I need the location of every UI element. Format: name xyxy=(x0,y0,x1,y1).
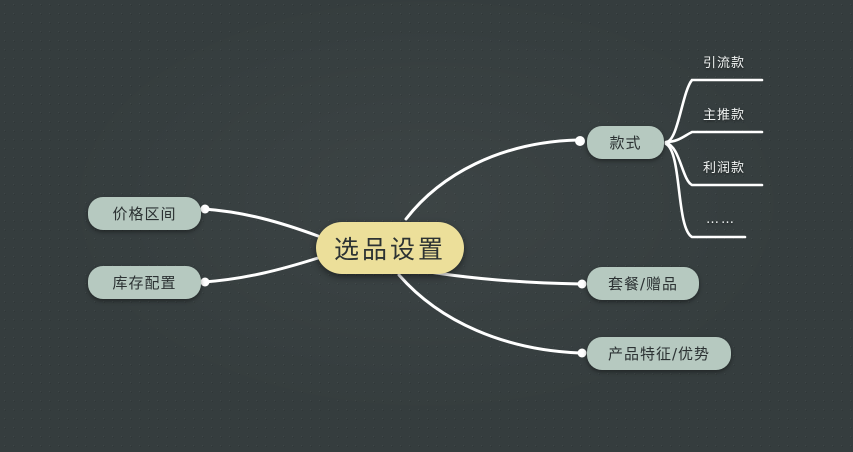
node-root[interactable]: 选品设置 xyxy=(316,222,464,274)
node-product-feature[interactable]: 产品特征/优势 xyxy=(587,337,731,370)
edge-root-to-product-feature xyxy=(397,273,582,355)
connector-endpoints xyxy=(200,136,587,358)
leaf-main-style[interactable]: 主推款 xyxy=(703,108,746,123)
endpoint-product-feature xyxy=(577,348,587,358)
edge-style-to-profit-style xyxy=(664,141,764,187)
leaf-more-style[interactable]: …… xyxy=(706,212,736,227)
node-stock-config-label: 库存配置 xyxy=(112,274,177,292)
node-stock-config[interactable]: 库存配置 xyxy=(88,266,201,299)
node-combo-gift[interactable]: 套餐/赠品 xyxy=(587,267,699,300)
edge-style-to-more-style xyxy=(664,142,747,239)
node-price-range[interactable]: 价格区间 xyxy=(88,197,201,230)
endpoint-style xyxy=(575,136,585,146)
edge-style-to-main-style xyxy=(664,130,764,144)
node-root-label: 选品设置 xyxy=(333,235,446,264)
node-style-label: 款式 xyxy=(609,134,642,152)
node-style[interactable]: 款式 xyxy=(587,126,664,159)
edge-root-to-style xyxy=(404,138,580,221)
endpoint-price-range xyxy=(200,204,210,214)
node-product-feature-label: 产品特征/优势 xyxy=(607,345,711,363)
node-combo-gift-label: 套餐/赠品 xyxy=(607,275,679,293)
leaf-traffic-style[interactable]: 引流款 xyxy=(703,56,746,71)
edge-root-to-stock-config xyxy=(202,256,320,284)
edge-style-to-traffic-style xyxy=(664,78,764,144)
node-price-range-label: 价格区间 xyxy=(112,205,177,223)
endpoint-combo-gift xyxy=(577,279,587,289)
endpoint-stock-config xyxy=(200,277,210,287)
edge-root-to-price-range xyxy=(202,207,320,238)
leaf-profit-style[interactable]: 利润款 xyxy=(703,161,746,176)
